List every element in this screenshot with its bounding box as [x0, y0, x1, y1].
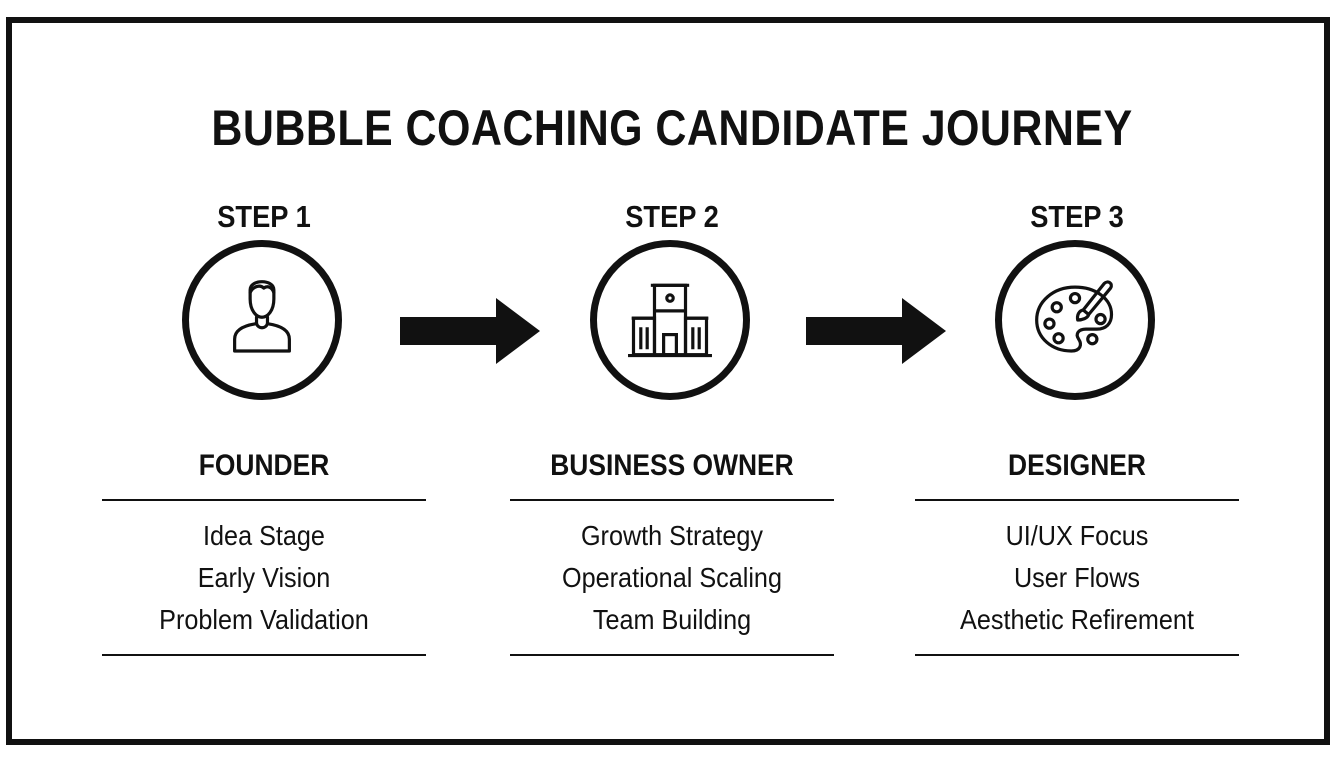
step-3-circle — [995, 240, 1155, 400]
diagram-title: BUBBLE COACHING CANDIDATE JOURNEY — [211, 100, 1133, 156]
arrow-right-icon — [806, 298, 946, 364]
step-2-item-2: Operational Scaling — [562, 562, 782, 593]
step-3-details: UI/UX Focus User Flows Aesthetic Refirem… — [913, 515, 1241, 641]
step-2-circle — [590, 240, 750, 400]
step-2-item-1: Growth Strategy — [580, 520, 764, 551]
step-1-item-3: Problem Validation — [159, 604, 369, 635]
palette-icon — [1035, 280, 1114, 353]
step-3-item-3: Aesthetic Refirement — [960, 604, 1194, 635]
step-3-item-2: User Flows — [1013, 562, 1140, 593]
step-1-rule-top — [102, 499, 426, 501]
step-2-label: STEP 2 — [625, 199, 719, 234]
step-1-rule-bottom — [102, 654, 426, 656]
step-2-details: Growth Strategy Operational Scaling Team… — [508, 515, 836, 641]
step-1-label: STEP 1 — [217, 199, 311, 234]
step-3-item-1: UI/UX Focus — [1005, 520, 1149, 551]
step-1-item-2: Early Vision — [197, 562, 331, 593]
step-3-rule-top — [915, 499, 1239, 501]
building-icon — [628, 283, 712, 358]
step-1-item-1: Idea Stage — [203, 520, 325, 551]
step-3-rule-bottom — [915, 654, 1239, 656]
step-1-circle — [182, 240, 342, 400]
arrow-right-icon — [400, 298, 540, 364]
step-3-label: STEP 3 — [1030, 199, 1124, 234]
step-3-role: DESIGNER — [1008, 449, 1146, 482]
step-2-item-3: Team Building — [592, 604, 752, 635]
step-2-role: BUSINESS OWNER — [550, 449, 794, 482]
step-1-details: Idea Stage Early Vision Problem Validati… — [100, 515, 428, 641]
step-2-rule-bottom — [510, 654, 834, 656]
person-icon — [233, 280, 291, 353]
step-1-role: FOUNDER — [198, 449, 330, 482]
step-2-rule-top — [510, 499, 834, 501]
